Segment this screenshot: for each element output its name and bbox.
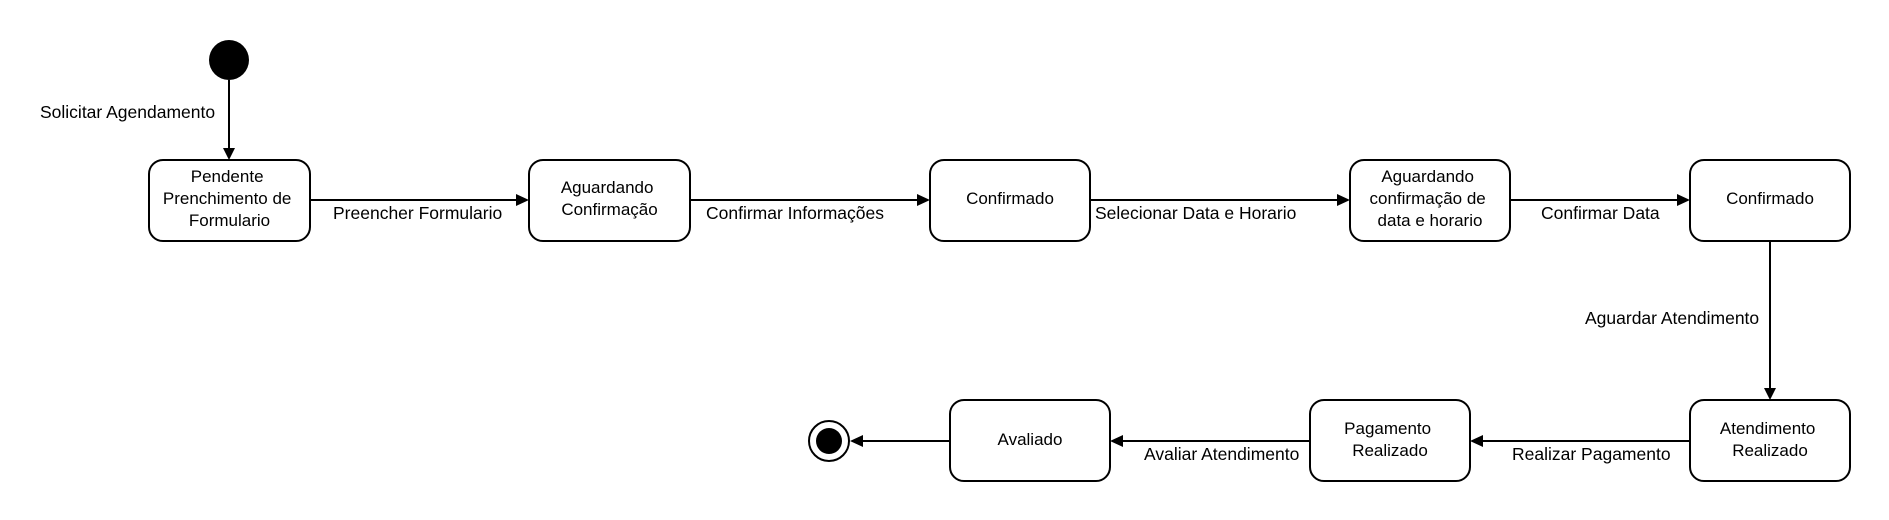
transition-final [850, 435, 950, 447]
state-pendente-preenchimento: Pendente Prenchimento de Formulario [148, 159, 311, 242]
state-avaliado: Avaliado [949, 399, 1111, 482]
transition-preencher-formulario [310, 194, 529, 206]
state-aguardando-confirmacao: Aguardando Confirmação [528, 159, 691, 242]
transition-label-preencher-formulario: Preencher Formulario [333, 203, 502, 223]
transition-label-solicitar-agendamento: Solicitar Agendamento [40, 102, 215, 122]
state-label: Pagamento [1344, 419, 1431, 438]
transition-label-confirmar-informacoes: Confirmar Informações [706, 203, 884, 223]
state-label: confirmação de [1370, 189, 1486, 208]
final-state-icon [808, 420, 850, 462]
initial-state-icon [209, 40, 249, 80]
transition-label-avaliar-atendimento: Avaliar Atendimento [1144, 444, 1299, 464]
svg-text:Aguardando confirmação d: Aguardando confirmação de data e horario [1370, 167, 1491, 230]
state-label: Formulario [189, 211, 270, 230]
transition-confirmar-informacoes [690, 194, 930, 206]
state-label: Prenchimento de [163, 189, 292, 208]
state-label: Confirmado [1726, 189, 1814, 208]
state-confirmado-1: Confirmado [929, 159, 1091, 242]
state-pagamento-realizado: Pagamento Realizado [1309, 399, 1471, 482]
state-label: Pendente [191, 167, 264, 186]
state-aguardando-confirmacao-data: Aguardando confirmação de data e horario [1349, 159, 1511, 242]
svg-text:Avaliado: Avaliado [998, 430, 1063, 449]
state-confirmado-2: Confirmado [1689, 159, 1851, 242]
svg-text:Pagamento Realizado: Pagamento Realizado [1344, 419, 1436, 460]
svg-text:Aguardando Confirmação: Aguardando Confirmação [561, 178, 658, 219]
state-label: Confirmação [561, 200, 657, 219]
svg-text:Atendimento Realizado: Atendimento Realizado [1720, 419, 1820, 460]
transition-confirmar-data [1510, 194, 1690, 206]
state-label: Aguardando [561, 178, 654, 197]
transition-aguardar-atendimento [1764, 241, 1776, 400]
state-atendimento-realizado: Atendimento Realizado [1689, 399, 1851, 482]
transition-label-confirmar-data: Confirmar Data [1541, 203, 1660, 223]
svg-text:Confirmado: Confirmado [1726, 189, 1814, 208]
state-label: Realizado [1352, 441, 1428, 460]
svg-text:Confirmado: Confirmado [966, 189, 1054, 208]
transition-avaliar-atendimento [1110, 435, 1310, 447]
transition-realizar-pagamento [1470, 435, 1690, 447]
state-label: Confirmado [966, 189, 1054, 208]
state-label: Realizado [1732, 441, 1808, 460]
svg-text:Pendente Prenchimento de: Pendente Prenchimento de Formulario [163, 167, 296, 230]
state-label: Atendimento [1720, 419, 1815, 438]
state-label: Avaliado [998, 430, 1063, 449]
transition-label-aguardar-atendimento: Aguardar Atendimento [1585, 308, 1759, 328]
transition-label-selecionar-data-horario: Selecionar Data e Horario [1095, 203, 1296, 223]
state-label: Aguardando [1381, 167, 1474, 186]
transition-solicitar-agendamento [223, 80, 235, 160]
transition-label-realizar-pagamento: Realizar Pagamento [1512, 444, 1671, 464]
transition-selecionar-data-horario [1090, 194, 1350, 206]
state-label: data e horario [1378, 211, 1483, 230]
